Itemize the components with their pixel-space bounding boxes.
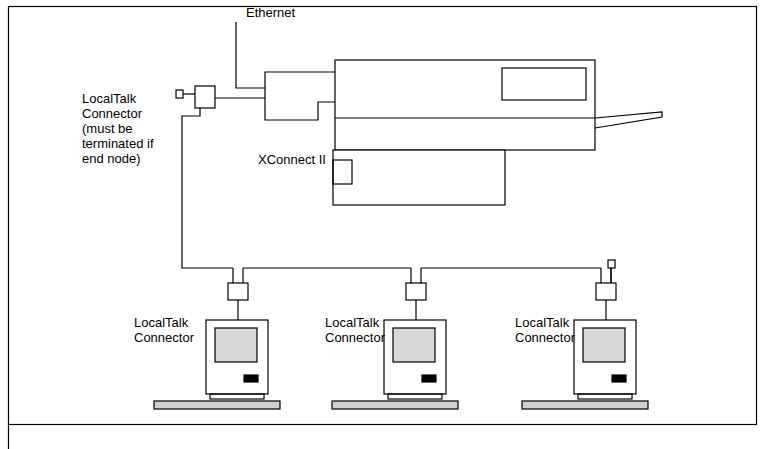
localtalk-cable	[243, 267, 411, 268]
interface-box	[265, 72, 335, 120]
mac-screen	[393, 328, 435, 362]
xconnect-port	[333, 160, 352, 184]
connector-stub	[242, 268, 243, 283]
localtalk-connector	[228, 283, 248, 300]
mac-screen	[215, 328, 257, 362]
connector-cable	[605, 300, 606, 320]
mac-base	[388, 394, 442, 399]
localtalk-cable	[421, 267, 601, 268]
localtalk-connector	[596, 283, 616, 300]
terminator	[608, 260, 615, 268]
mac-case	[574, 320, 636, 394]
frame	[9, 7, 757, 425]
mac-screen	[583, 328, 625, 362]
paper-tray	[595, 112, 662, 128]
terminator-wire	[183, 93, 195, 94]
ethernet-cable	[236, 22, 265, 88]
floppy-slot	[244, 375, 258, 382]
connector-label: LocalTalk Connector	[515, 315, 591, 345]
connector-cable	[415, 300, 416, 320]
printer-panel	[502, 68, 586, 100]
connector-label: LocalTalk Connector	[325, 315, 401, 345]
mac-base	[578, 394, 632, 399]
connector-cable	[237, 300, 238, 320]
terminator-wire	[610, 268, 611, 283]
keyboard	[522, 401, 648, 409]
connector-stub	[610, 268, 611, 283]
localtalk-connector	[195, 86, 215, 108]
keyboard	[332, 401, 458, 409]
xconnect-box	[333, 150, 505, 205]
localtalk-cable	[215, 97, 265, 98]
connector-stub	[410, 268, 411, 283]
floppy-slot	[422, 375, 436, 382]
keyboard	[154, 401, 280, 409]
printer-body	[335, 60, 595, 150]
connector-stub	[420, 268, 421, 283]
terminator	[176, 90, 183, 98]
floppy-slot	[612, 375, 626, 382]
connector-note: LocalTalk Connector (must be terminated …	[82, 91, 164, 166]
mac-case	[206, 320, 268, 394]
mac-base	[210, 394, 264, 399]
mac-case	[384, 320, 446, 394]
printer-seam	[335, 117, 595, 118]
network-label: Ethernet	[246, 5, 326, 20]
frame-edge	[8, 424, 9, 449]
connector-label: LocalTalk Connector	[134, 315, 210, 345]
connector-stub	[600, 268, 601, 283]
device-label: XConnect II	[258, 152, 332, 167]
connector-stub	[232, 268, 233, 283]
localtalk-cable	[182, 108, 233, 268]
localtalk-connector	[406, 283, 426, 300]
